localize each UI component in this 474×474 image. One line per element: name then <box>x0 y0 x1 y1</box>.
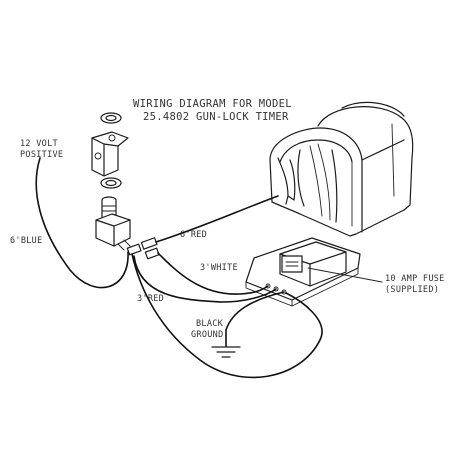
title-line-1: WIRING DIAGRAM FOR MODEL <box>133 98 292 110</box>
title-line-2: 25.4802 GUN-LOCK TIMER <box>143 111 289 123</box>
label-3-white: 3'WHITE <box>200 263 238 273</box>
label-6-blue: 6'BLUE <box>10 236 43 246</box>
label-ground: GROUND <box>191 330 224 340</box>
label-black: BLACK <box>196 319 224 329</box>
fuse-holder <box>281 255 303 273</box>
wire-connectors <box>126 237 160 260</box>
ground-symbol <box>211 346 241 358</box>
wire-6-red <box>155 195 279 243</box>
timer-module <box>245 237 361 307</box>
gun-lock-housing <box>269 101 414 237</box>
wire-black-ground <box>225 291 285 347</box>
label-supplied: (SUPPLIED) <box>385 285 439 295</box>
wire-6-blue <box>35 157 129 289</box>
fuse-pointer <box>307 267 383 283</box>
label-6-red: 6'RED <box>180 230 207 240</box>
push-switch <box>91 112 131 251</box>
wire-3-red <box>133 255 277 303</box>
label-3-red: 3'RED <box>137 294 164 304</box>
label-12-volt: 12 VOLT <box>20 139 58 149</box>
wire-3-white <box>157 252 269 295</box>
label-positive: POSITIVE <box>20 150 63 160</box>
wire-feed-loop <box>131 253 323 379</box>
label-10-amp-fuse: 10 AMP FUSE <box>385 274 445 284</box>
